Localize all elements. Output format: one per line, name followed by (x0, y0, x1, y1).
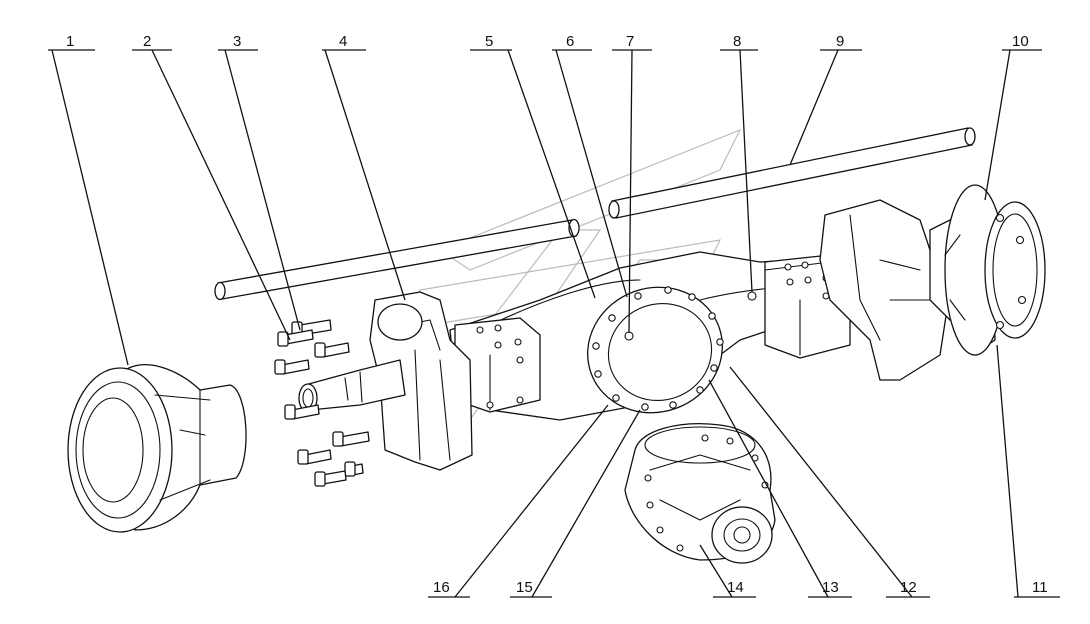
leader-lines (48, 49, 1060, 598)
callout-10: 10 (1012, 33, 1029, 50)
callout-2: 2 (143, 33, 151, 50)
callout-7: 7 (626, 33, 634, 50)
callout-16: 16 (433, 579, 450, 596)
differential-carrier (624, 423, 776, 564)
callout-14: 14 (727, 579, 744, 596)
housing-flange-ring (587, 286, 724, 414)
callout-12: 12 (900, 579, 917, 596)
bolt (297, 449, 332, 465)
callout-6: 6 (566, 33, 574, 50)
bolt (284, 404, 320, 420)
left-brake-drum (67, 364, 247, 533)
callout-5: 5 (485, 33, 493, 50)
axle-shaft-right (608, 127, 976, 219)
callout-9: 9 (836, 33, 844, 50)
right-hub-assembly (819, 184, 1046, 381)
bolt (314, 342, 350, 358)
bolt (332, 431, 370, 447)
bolt (344, 461, 364, 477)
callout-8: 8 (733, 33, 741, 50)
bolts-group (274, 319, 370, 487)
bolt (274, 359, 310, 375)
callout-15: 15 (516, 579, 533, 596)
callout-labels: 1 2 3 4 5 6 7 8 9 10 11 12 13 14 15 16 (66, 33, 1048, 596)
callout-3: 3 (233, 33, 241, 50)
callout-11: 11 (1032, 579, 1048, 596)
bolt (314, 470, 347, 487)
axle-shaft-left (214, 218, 580, 301)
callout-13: 13 (822, 579, 839, 596)
left-spindle-assembly (298, 291, 473, 471)
callout-4: 4 (339, 33, 347, 50)
callout-1: 1 (66, 33, 74, 50)
bolt (277, 329, 314, 347)
